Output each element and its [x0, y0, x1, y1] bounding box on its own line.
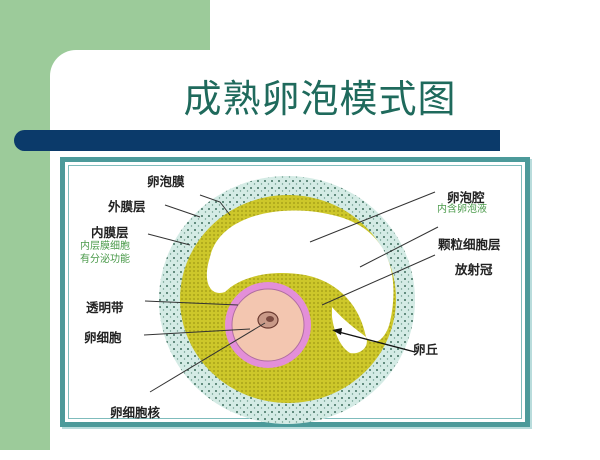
note-antrum: 内含卵泡液	[437, 204, 487, 215]
antrum	[206, 210, 394, 342]
slide-title: 成熟卵泡模式图	[183, 77, 457, 121]
label-theca-interna: 内膜层	[91, 225, 129, 240]
label-follicle-membrane: 卵泡膜	[147, 174, 185, 189]
label-zona-pellucida: 透明带	[86, 300, 124, 315]
label-cumulus-oophorus: 卵丘	[413, 342, 439, 357]
label-oocyte: 卵细胞	[84, 330, 122, 345]
label-theca-externa: 外膜层	[108, 199, 146, 214]
label-antrum: 卵泡腔	[447, 190, 485, 205]
label-granulosa-layer: 颗粒细胞层	[438, 237, 501, 252]
follicle-diagram	[143, 176, 439, 424]
label-corona-radiata: 放射冠	[455, 262, 493, 277]
note-theca-interna-1: 内层膜细胞	[80, 241, 130, 252]
title-accent-bar	[14, 130, 500, 151]
background-green-strip	[0, 0, 12, 450]
note-theca-interna-2: 有分泌功能	[80, 254, 130, 265]
label-oocyte-nucleus: 卵细胞核	[110, 405, 161, 420]
